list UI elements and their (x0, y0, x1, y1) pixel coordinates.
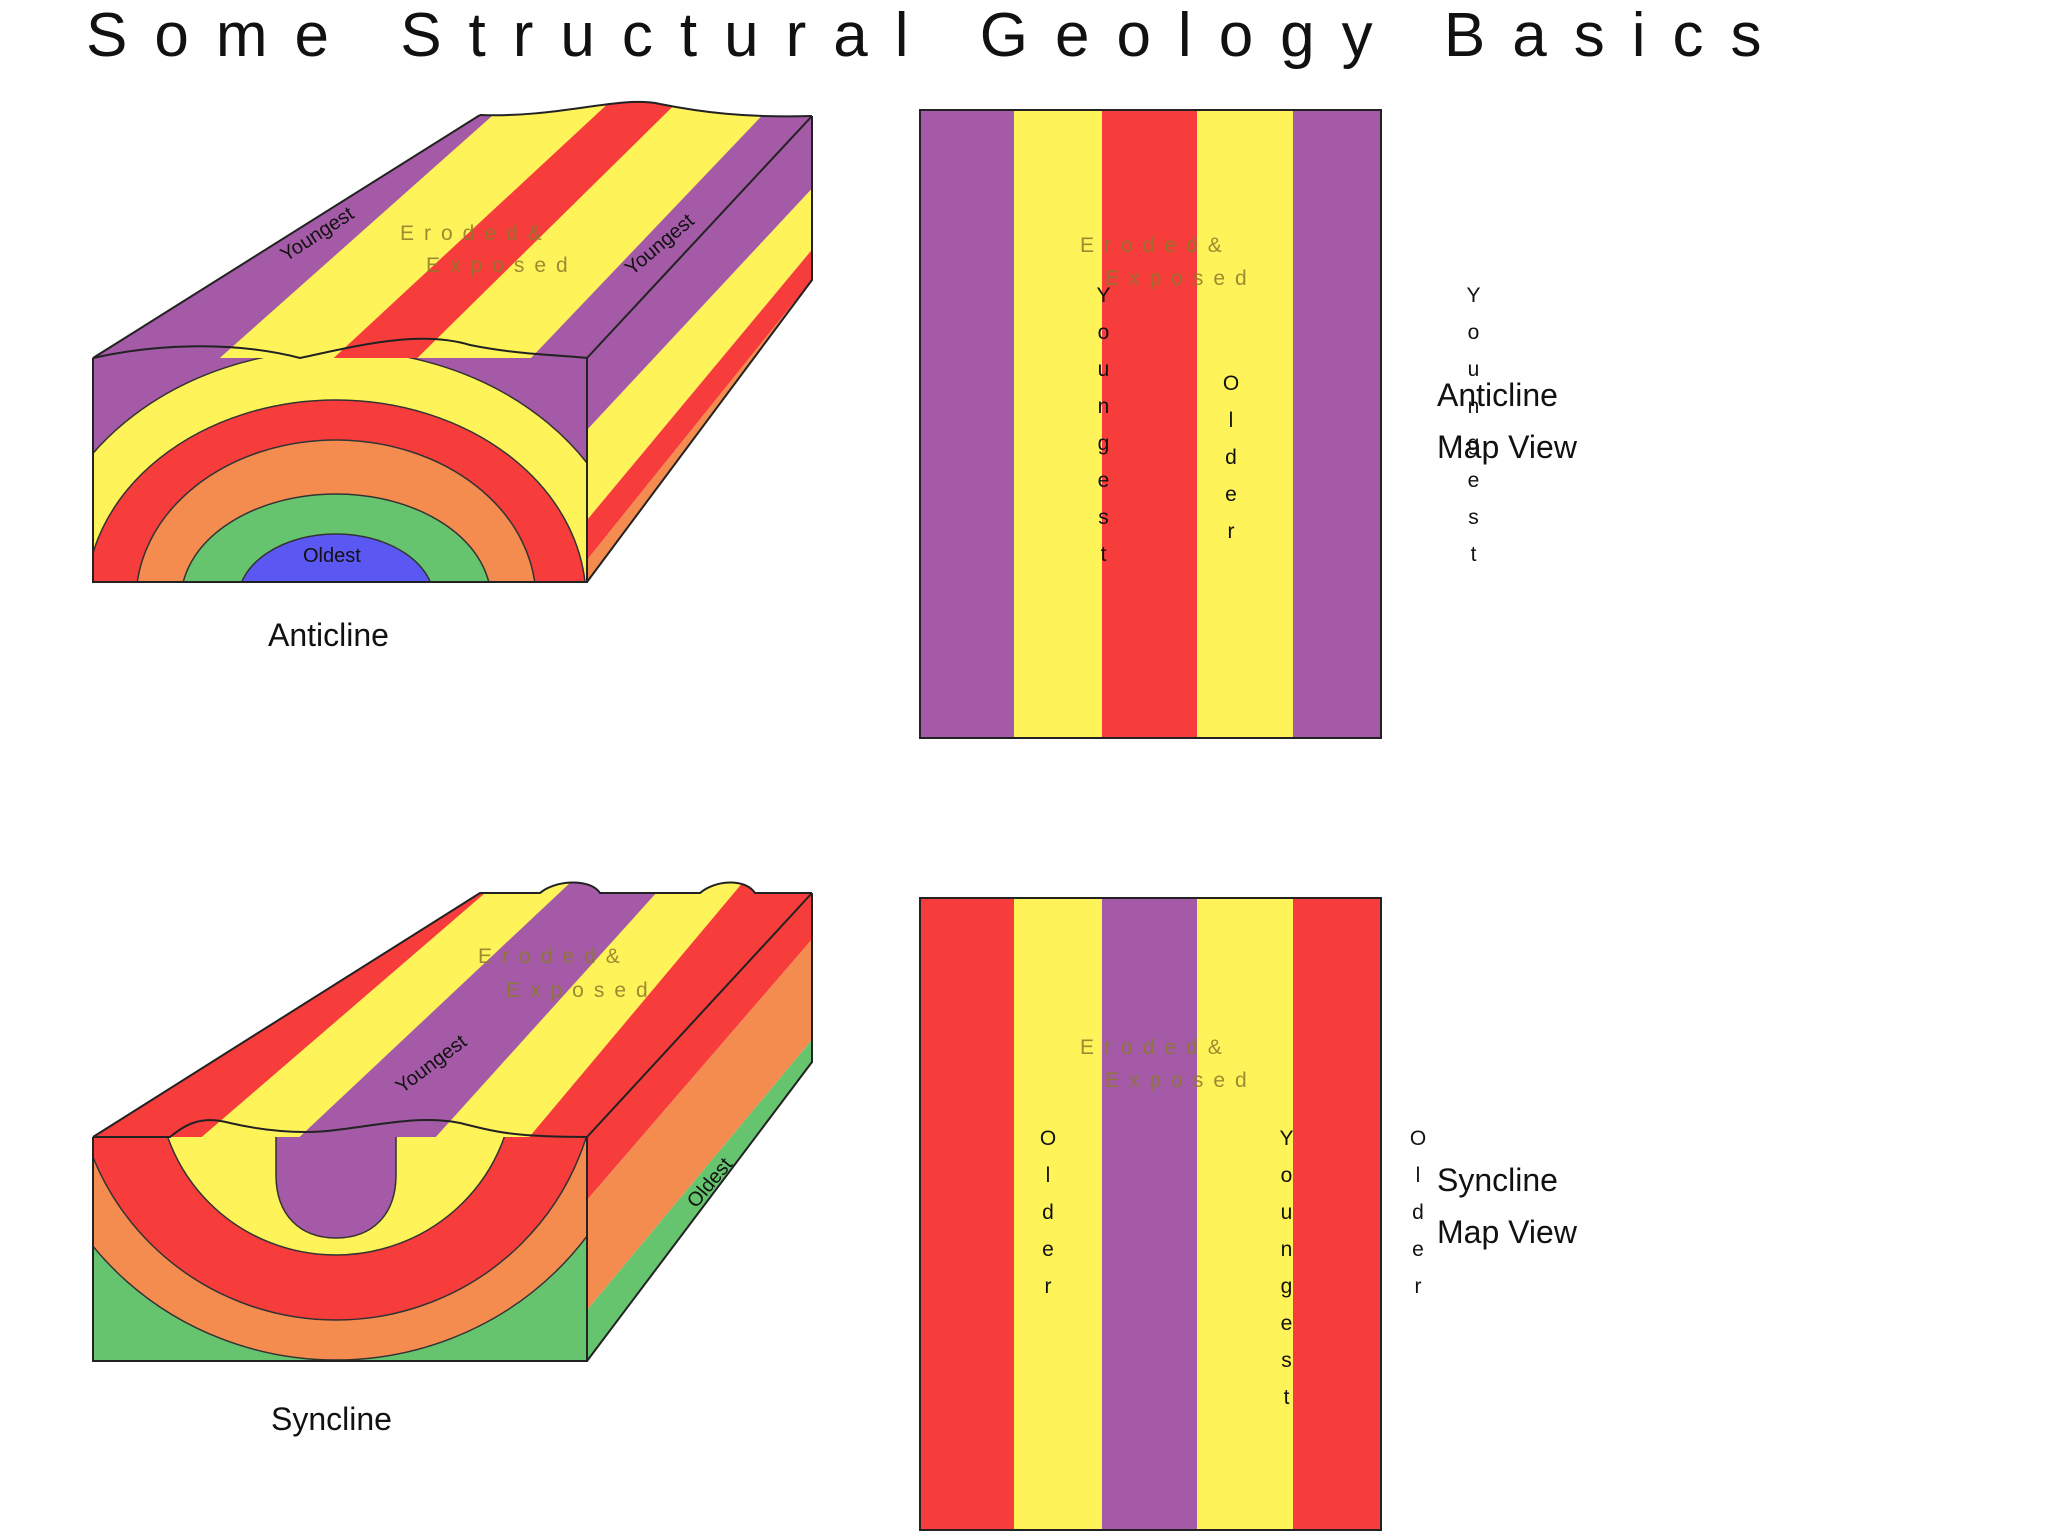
anticline-front-blue (240, 533, 432, 582)
anticline-side-purple (587, 116, 812, 430)
syncline-eroded-label: Eroded& (478, 945, 630, 968)
anticline-map-band-purple-left (920, 110, 1014, 738)
anticline-side-red (587, 240, 812, 560)
syncline-map-band-yellow-right (1197, 898, 1293, 1530)
syncline-map-exposed-label: Exposed (1105, 1069, 1257, 1092)
syncline-top-band-purple (275, 882, 700, 1137)
anticline-map-band-yellow-left (1014, 110, 1102, 738)
syncline-map-band-red-right (1293, 898, 1381, 1530)
anticline-front-green (182, 493, 490, 582)
anticline-map-view: Youngest Older Youngest Eroded& Exposed … (819, 109, 1578, 739)
anticline-map-exposed-label: Exposed (1105, 267, 1257, 290)
page-title: Some Structural Geology Basics (86, 1, 1789, 70)
anticline-top-band-yellow-left (195, 101, 660, 359)
anticline-side-yellow (587, 180, 812, 520)
syncline-side-orange (587, 930, 812, 1310)
anticline-oldest-label: Oldest (303, 545, 361, 567)
anticline-block: Youngest Youngest Eroded& Exposed Oldest… (92, 100, 813, 653)
syncline-map-view: Older Youngest Older Eroded& Exposed Syn… (875, 897, 1578, 1531)
anticline-front-orange (136, 439, 536, 582)
anticline-exposed-label: Exposed (426, 254, 578, 277)
anticline-eroded-label: Eroded& (400, 222, 552, 245)
syncline-top-band-yellow-right (415, 882, 775, 1137)
syncline-front-purple (275, 1137, 397, 1239)
anticline-top-band-yellow-right (395, 101, 812, 359)
syncline-map-band-red-left (920, 898, 1014, 1530)
syncline-caption: Syncline (271, 1401, 392, 1437)
syncline-map-caption-line1: Syncline (1437, 1162, 1558, 1198)
syncline-map-band-yellow-left (1014, 898, 1102, 1530)
anticline-map-eroded-label: Eroded& (1080, 234, 1232, 257)
anticline-map-band-yellow-right (1197, 110, 1293, 738)
syncline-block: Youngest Oldest Eroded& Exposed Syncline (92, 881, 813, 1437)
syncline-side-red (587, 893, 812, 1200)
syncline-map-band-purple (1102, 898, 1197, 1530)
syncline-exposed-label: Exposed (506, 979, 658, 1002)
anticline-caption: Anticline (268, 617, 389, 653)
anticline-map-caption-line1: Anticline (1437, 377, 1558, 413)
anticline-top-band-red (310, 101, 725, 359)
syncline-map-caption-line2: Map View (1437, 1214, 1578, 1250)
anticline-map-caption-line2: Map View (1437, 429, 1578, 465)
syncline-map-eroded-label: Eroded& (1080, 1036, 1232, 1059)
anticline-map-band-purple-right (1293, 110, 1381, 738)
anticline-map-band-red (1102, 110, 1197, 738)
syncline-top-band-yellow-left (175, 882, 610, 1137)
